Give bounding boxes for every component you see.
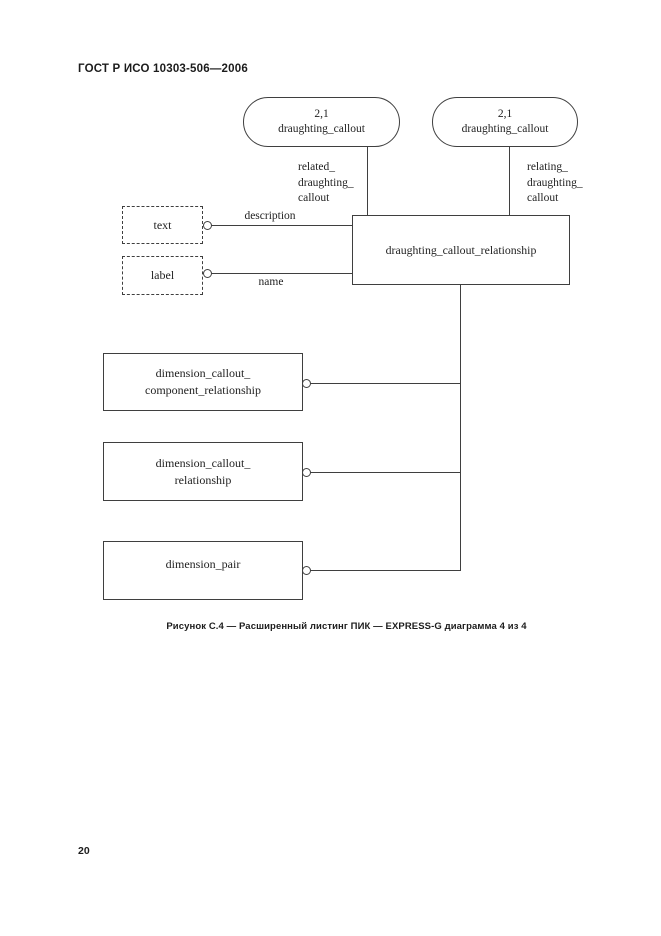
- open-circle-icon: [302, 566, 311, 575]
- entity-box-dimension-callout-relationship: dimension_callout_ relationship: [103, 442, 303, 501]
- edge-label-description: description: [244, 210, 296, 222]
- connector-line-pair: [310, 570, 460, 571]
- page-number: 20: [78, 845, 90, 857]
- connector-line-name: [211, 273, 352, 274]
- connector-line-description: [211, 225, 352, 226]
- open-circle-icon: [203, 221, 212, 230]
- entity-box-draughting-callout-relationship: draughting_callout_relationship: [352, 215, 570, 285]
- edge-label-relating-draughting-callout: relating_ draughting_ callout: [527, 161, 583, 204]
- open-circle-icon: [302, 468, 311, 477]
- connector-line-relating: [509, 147, 510, 215]
- type-box-text: text: [122, 206, 203, 244]
- entity-box-dimension-pair: dimension_pair: [103, 541, 303, 600]
- open-circle-icon: [302, 379, 311, 388]
- figure-caption: Рисунок С.4 — Расширенный листинг ПИК — …: [166, 621, 527, 632]
- standard-header-title: ГОСТ Р ИСО 10303-506—2006: [78, 63, 248, 75]
- edge-label-related-draughting-callout: related_ draughting_ callout: [298, 161, 354, 204]
- open-circle-icon: [203, 269, 212, 278]
- entity-box-dimension-callout-component-relationship: dimension_callout_ component_relationshi…: [103, 353, 303, 411]
- connector-line-relationship: [310, 472, 460, 473]
- connector-line-related: [367, 147, 368, 215]
- edge-label-name: name: [258, 276, 284, 288]
- connector-line-component: [310, 383, 460, 384]
- connector-trunk-line: [460, 285, 461, 571]
- type-box-label: label: [122, 256, 203, 295]
